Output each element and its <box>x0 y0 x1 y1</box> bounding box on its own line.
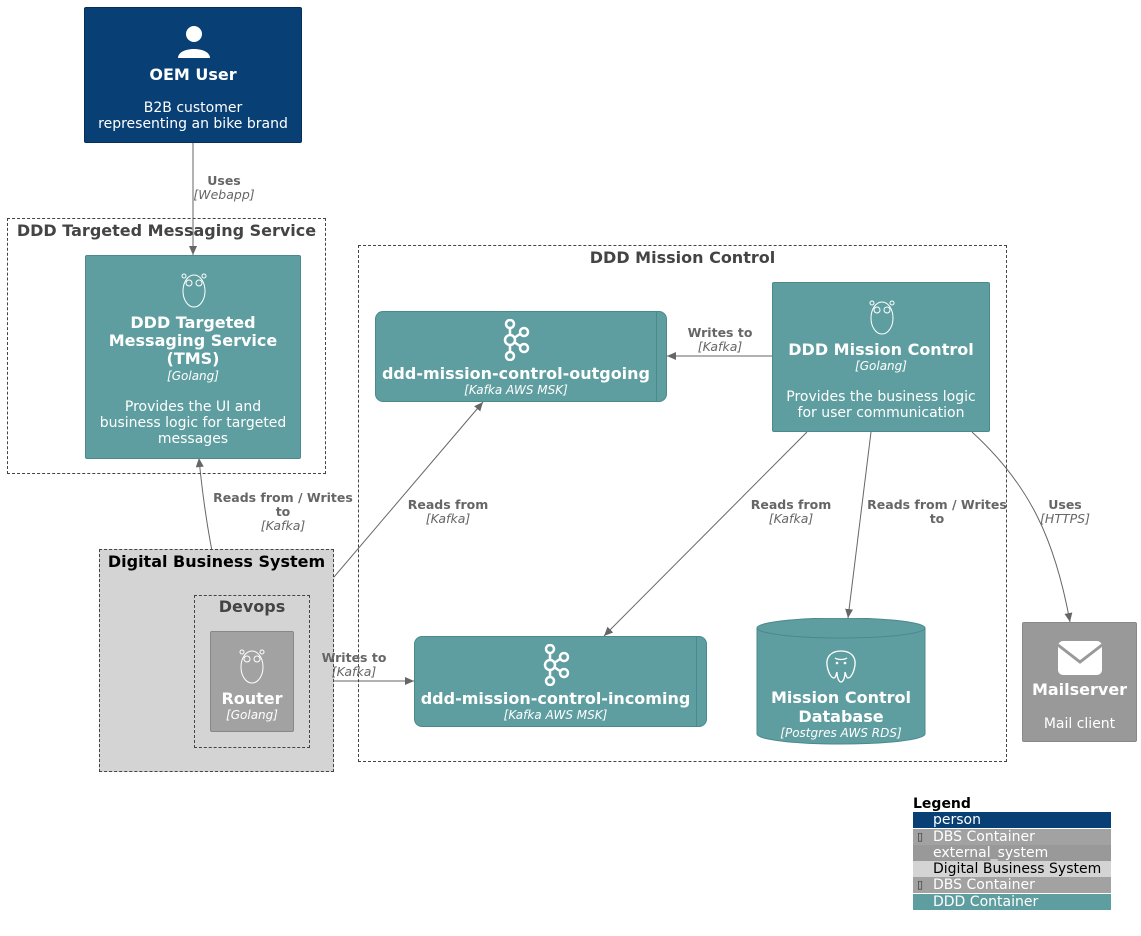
legend-item-person: person <box>913 812 1111 828</box>
label-mc-db-line1: Reads from / Writes <box>867 497 1007 512</box>
label-mc-db-line2: to <box>929 511 945 526</box>
label-mc-outgoing-text: Writes to <box>687 325 753 340</box>
tms-title-line3: (TMS) <box>166 349 220 368</box>
mailserver-external-system[interactable]: Mailserver Mail client <box>1022 622 1137 742</box>
legend-item-dbs-container-2: ▯ DBS Container <box>913 877 1111 893</box>
label-router-outgoing: Reads from [Kafka] <box>403 498 493 526</box>
label-tms-router: Reads from / Writes to [Kafka] <box>208 491 358 533</box>
tms-desc-line1: Provides the UI and <box>124 399 262 415</box>
outgoing-title: ddd-mission-control-outgoing <box>381 364 651 383</box>
label-router-outgoing-tech: [Kafka] <box>425 511 471 526</box>
legend-item-label: DBS Container <box>933 877 1035 893</box>
legend-title: Legend <box>913 796 971 812</box>
queue-end-cap <box>656 312 666 401</box>
queue-end-cap <box>696 637 706 726</box>
tms-title-line2: Messaging Service <box>108 331 278 350</box>
label-mc-mail-tech: [HTTPS] <box>1040 511 1090 526</box>
mission-control-database[interactable]: Mission Control Database [Postgres AWS R… <box>756 618 926 745</box>
gopher-icon <box>181 273 207 308</box>
database-title-line2: Database <box>798 707 884 726</box>
router-title: Router <box>221 689 283 708</box>
legend-item-label: person <box>933 812 981 828</box>
legend-item-label: DDD Container <box>933 894 1039 910</box>
label-mc-incoming: Reads from [Kafka] <box>746 498 836 526</box>
outgoing-tech: [Kafka AWS MSK] <box>464 383 568 397</box>
mission-control-title: DDD Mission Control <box>788 340 974 359</box>
label-tms-router-tech: [Kafka] <box>260 518 306 533</box>
legend-item-label: Digital Business System <box>933 861 1102 877</box>
label-mc-db: Reads from / Writes to <box>862 498 1012 526</box>
label-uses-webapp: Uses [Webapp] <box>188 174 260 202</box>
boundary-devops-title: Devops <box>218 597 286 616</box>
mailserver-title: Mailserver <box>1031 680 1128 699</box>
kafka-icon <box>543 644 570 686</box>
mission-control-container[interactable]: DDD Mission Control [Golang] Provides th… <box>772 282 990 432</box>
legend-mark-icon: ▯ <box>917 830 924 843</box>
label-mc-mail-text: Uses <box>1048 497 1082 512</box>
envelope-icon <box>1057 641 1103 675</box>
tms-tech: [Golang] <box>167 369 219 383</box>
database-cylinder <box>756 618 926 745</box>
label-mc-incoming-text: Reads from <box>750 497 832 512</box>
legend-item-external-system: external_system <box>913 845 1111 861</box>
boundary-dbs-title: Digital Business System <box>107 552 326 571</box>
boundary-tms-title: DDD Targeted Messaging Service <box>16 221 317 240</box>
legend-item-dbs-container: ▯ DBS Container <box>913 829 1111 845</box>
arrow-mc-to-db <box>845 431 872 619</box>
oem-user-desc-line2: representing an bike brand <box>98 116 288 132</box>
arrow-mc-to-incoming <box>603 431 808 637</box>
mailserver-desc: Mail client <box>1043 716 1116 732</box>
gopher-icon <box>869 300 895 335</box>
mission-control-desc-line2: for user communication <box>797 405 965 421</box>
gopher-icon <box>239 649 265 684</box>
router-container[interactable]: Router [Golang] <box>210 631 294 732</box>
boundary-mission-control: DDD Mission Control <box>358 245 1007 762</box>
boundary-tms: DDD Targeted Messaging Service <box>7 218 326 474</box>
legend-item-label: DBS Container <box>933 829 1035 845</box>
tms-title-line1: DDD Targeted <box>130 313 256 332</box>
router-tech: [Golang] <box>226 708 278 722</box>
label-tms-router-line1: Reads from / Writes <box>213 490 353 505</box>
label-router-incoming-tech: [Kafka] <box>331 664 377 679</box>
label-mc-outgoing-tech: [Kafka] <box>697 339 743 354</box>
oem-user-person[interactable]: OEM User B2B customer representing an bi… <box>84 7 302 143</box>
label-mc-incoming-tech: [Kafka] <box>768 511 814 526</box>
arrow-mc-to-mail <box>971 431 1073 623</box>
label-mc-outgoing: Writes to [Kafka] <box>680 326 760 354</box>
incoming-tech: [Kafka AWS MSK] <box>503 708 608 722</box>
label-router-outgoing-text: Reads from <box>407 497 489 512</box>
label-uses-webapp-text: Uses <box>207 173 241 188</box>
database-tech: [Postgres AWS RDS] <box>780 726 902 740</box>
boundary-mission-control-title: DDD Mission Control <box>589 248 776 267</box>
boundary-devops: Devops <box>194 595 310 748</box>
person-icon <box>178 26 210 58</box>
label-router-incoming: Writes to [Kafka] <box>316 651 392 679</box>
tms-desc-line3: messages <box>157 431 229 447</box>
label-mc-mail: Uses [HTTPS] <box>1034 498 1096 526</box>
label-uses-webapp-tech: [Webapp] <box>193 187 255 202</box>
legend-item-digital-business-system: Digital Business System <box>913 861 1111 877</box>
mission-control-desc-line1: Provides the business logic <box>786 389 976 405</box>
label-tms-router-line2: to <box>275 504 291 519</box>
label-router-incoming-text: Writes to <box>321 650 387 665</box>
incoming-title: ddd-mission-control-incoming <box>420 689 691 708</box>
legend-item-label: external_system <box>933 845 1049 861</box>
oem-user-desc-line1: B2B customer <box>143 100 243 116</box>
kafka-icon <box>503 319 530 361</box>
incoming-queue[interactable]: ddd-mission-control-incoming [Kafka AWS … <box>414 636 707 727</box>
oem-user-title: OEM User <box>149 65 237 84</box>
tms-container[interactable]: DDD Targeted Messaging Service (TMS) [Go… <box>85 255 301 459</box>
legend-item-ddd-container: DDD Container <box>913 894 1111 910</box>
legend-mark-icon: ▯ <box>917 878 924 891</box>
tms-desc-line2: business logic for targeted <box>99 415 287 431</box>
postgres-icon <box>826 650 856 683</box>
outgoing-queue[interactable]: ddd-mission-control-outgoing [Kafka AWS … <box>375 311 667 402</box>
database-title-line1: Mission Control <box>770 688 912 707</box>
mission-control-tech: [Golang] <box>855 359 907 373</box>
